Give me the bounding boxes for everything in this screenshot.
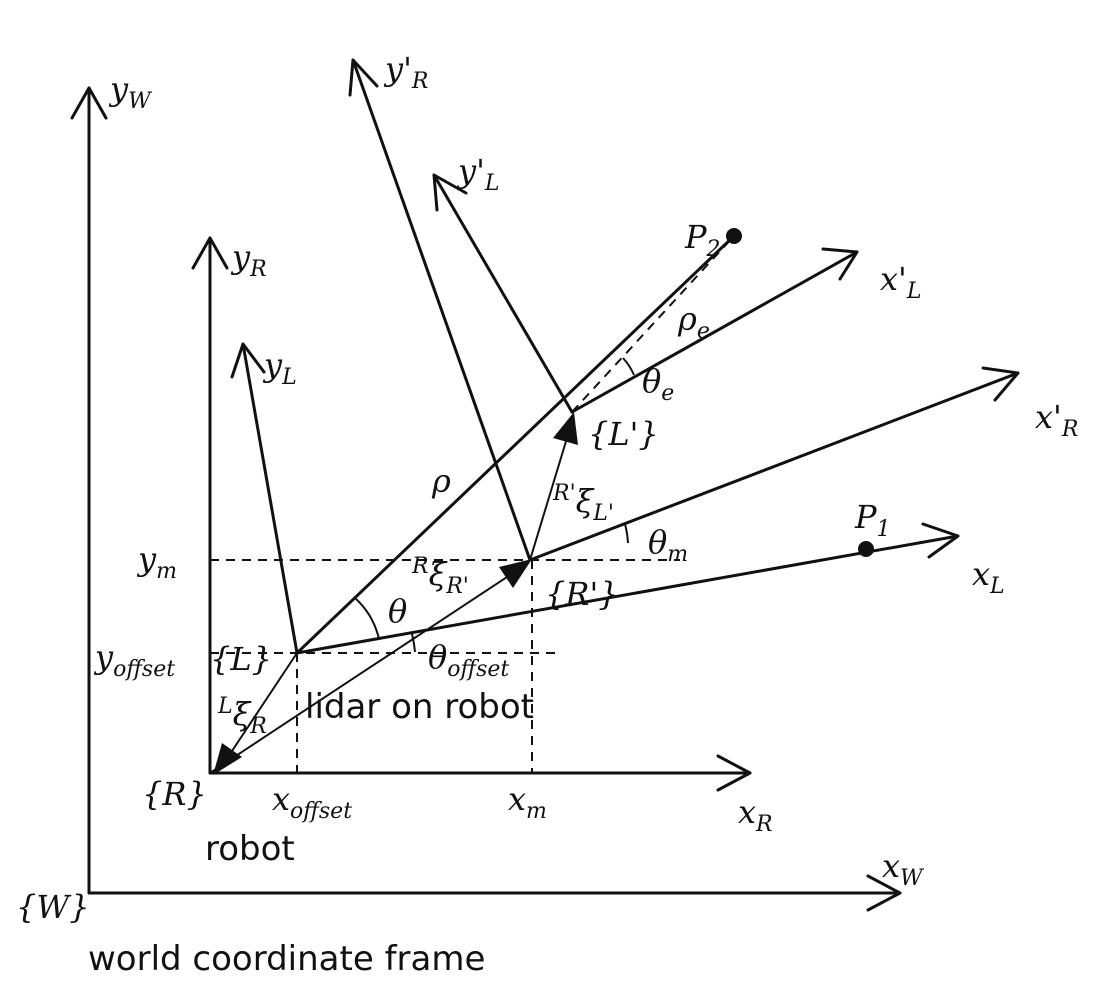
xi-L-R-arrowhead [213,743,242,775]
xi-L-R-label: LξR [217,694,267,739]
moved-lidar-y-arrowhead [432,173,468,212]
world-x-arrowhead [866,874,902,912]
xi-R-Rp-arrowhead [499,559,532,588]
robot-caption: robot [205,829,295,869]
world-x-label: xW [882,847,925,891]
xi-Rp-Lp-vector [529,437,568,561]
robot-y-arrowhead [191,236,229,270]
rho-e-label: ρe [677,300,710,344]
angle-arcs [354,357,635,653]
lidar-y-label: yL [262,346,297,390]
xi-R-Rp-vector [209,574,511,774]
point-p1 [858,541,874,557]
robot-y-label: yR [230,238,267,282]
moved-lidar-frame-name: {L'} [588,415,659,453]
moved-robot-y-axis [351,58,532,562]
point-p1-label: P1 [854,498,891,542]
moved-robot-frame-name: {R'} [545,575,619,613]
moved-robot-frame [348,58,1020,562]
xi-Rp-Lp-arrowhead [553,412,578,445]
dashed-guides [210,235,735,773]
xi-Rp-Lp-label: R'ξL' [552,481,614,526]
moved-lidar-y-axis [432,173,574,414]
theta-e-arc [622,357,635,376]
moved-robot-y-label: y'R [383,50,428,94]
lidar-y-axis [241,342,299,655]
moved-robot-x-arrowhead [981,366,1020,402]
x-offset-label: xoffset [272,780,352,824]
theta-arc [354,597,380,640]
robot-x-arrowhead [716,754,752,792]
moved-robot-y-arrowhead [348,58,379,97]
theta-m-label: θm [648,523,688,567]
theta-e-label: θe [642,362,674,406]
world-frame [70,86,902,912]
y-offset-label: yoffset [93,638,175,682]
moved-lidar-x-arrowhead [821,247,859,281]
robot-frame [191,236,752,792]
moved-lidar-x-label: x'L [880,260,921,304]
robot-frame-name: {R} [142,775,207,813]
moved-robot-x-label: x'R [1035,398,1078,442]
transform-vectors [209,412,578,775]
lidar-x-label: xL [972,555,1005,599]
moved-robot-x-axis [528,371,1020,562]
theta-m-arc [624,523,629,544]
xi-L-R-vector [227,652,298,758]
lidar-frame-name: {L} [210,640,272,678]
lidar-caption: lidar on robot [305,687,534,727]
moved-lidar-y-label: y'L [456,152,499,196]
world-y-arrowhead [70,86,108,120]
lidar-x-arrowhead [921,522,960,559]
theta-offset-label: θoffset [428,638,509,682]
xi-R-Rp-label: RξR' [411,554,469,599]
rho-line [295,234,736,655]
lidar-y-arrowhead [230,342,266,379]
theta-label: θ [388,592,407,630]
world-y-label: yW [108,70,153,114]
robot-x-label: xR [738,793,773,837]
point-p2-label: P2 [684,218,721,262]
point-p2 [726,228,742,244]
moved-lidar-x-axis [570,250,859,414]
x-m-label: xm [508,780,547,824]
world-caption: world coordinate frame [88,939,485,979]
rho-label: ρ [431,462,451,500]
y-m-label: ym [136,540,177,584]
lidar-x-axis [295,534,960,655]
world-frame-name: {W} [16,888,90,926]
moved-lidar-frame [432,173,859,414]
rho-e-guide [571,235,735,413]
theta-offset-arc [411,633,416,653]
lidar-frame [230,342,960,655]
